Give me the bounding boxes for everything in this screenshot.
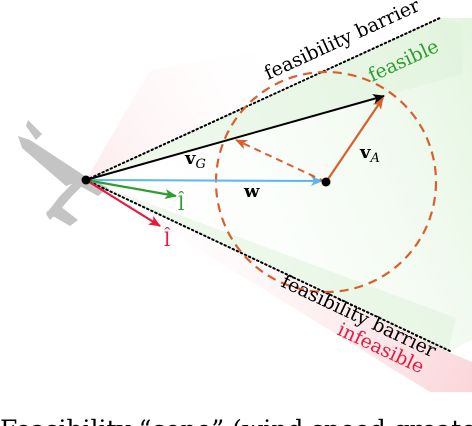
vg-label: vG [184,148,206,172]
l-hat-green-label: l̂ [177,191,185,215]
infeasible-band-lower [86,180,472,392]
feasibility-barrier-bottom-line [85,179,453,353]
va-label: vA [359,142,380,166]
vg-arrow [85,94,385,181]
wind-end-dot [321,177,331,187]
l-hat-green-arrow [85,178,177,199]
l-hat-red-arrow [85,179,161,227]
w-arrow [85,175,323,186]
airspeed-circle [214,70,438,294]
origin-dot [81,175,91,185]
feasible-band-upper [86,18,462,180]
va-alt-dashed-arrow [235,139,327,183]
l-hat-red-label: l̂ [163,227,171,251]
w-label: w [243,181,260,202]
va-arrow [325,97,384,183]
feasibility-barrier-top-line [85,17,441,181]
figure-caption-fragment: Feasibility “cone” (wind speed greater t… [0,415,472,426]
